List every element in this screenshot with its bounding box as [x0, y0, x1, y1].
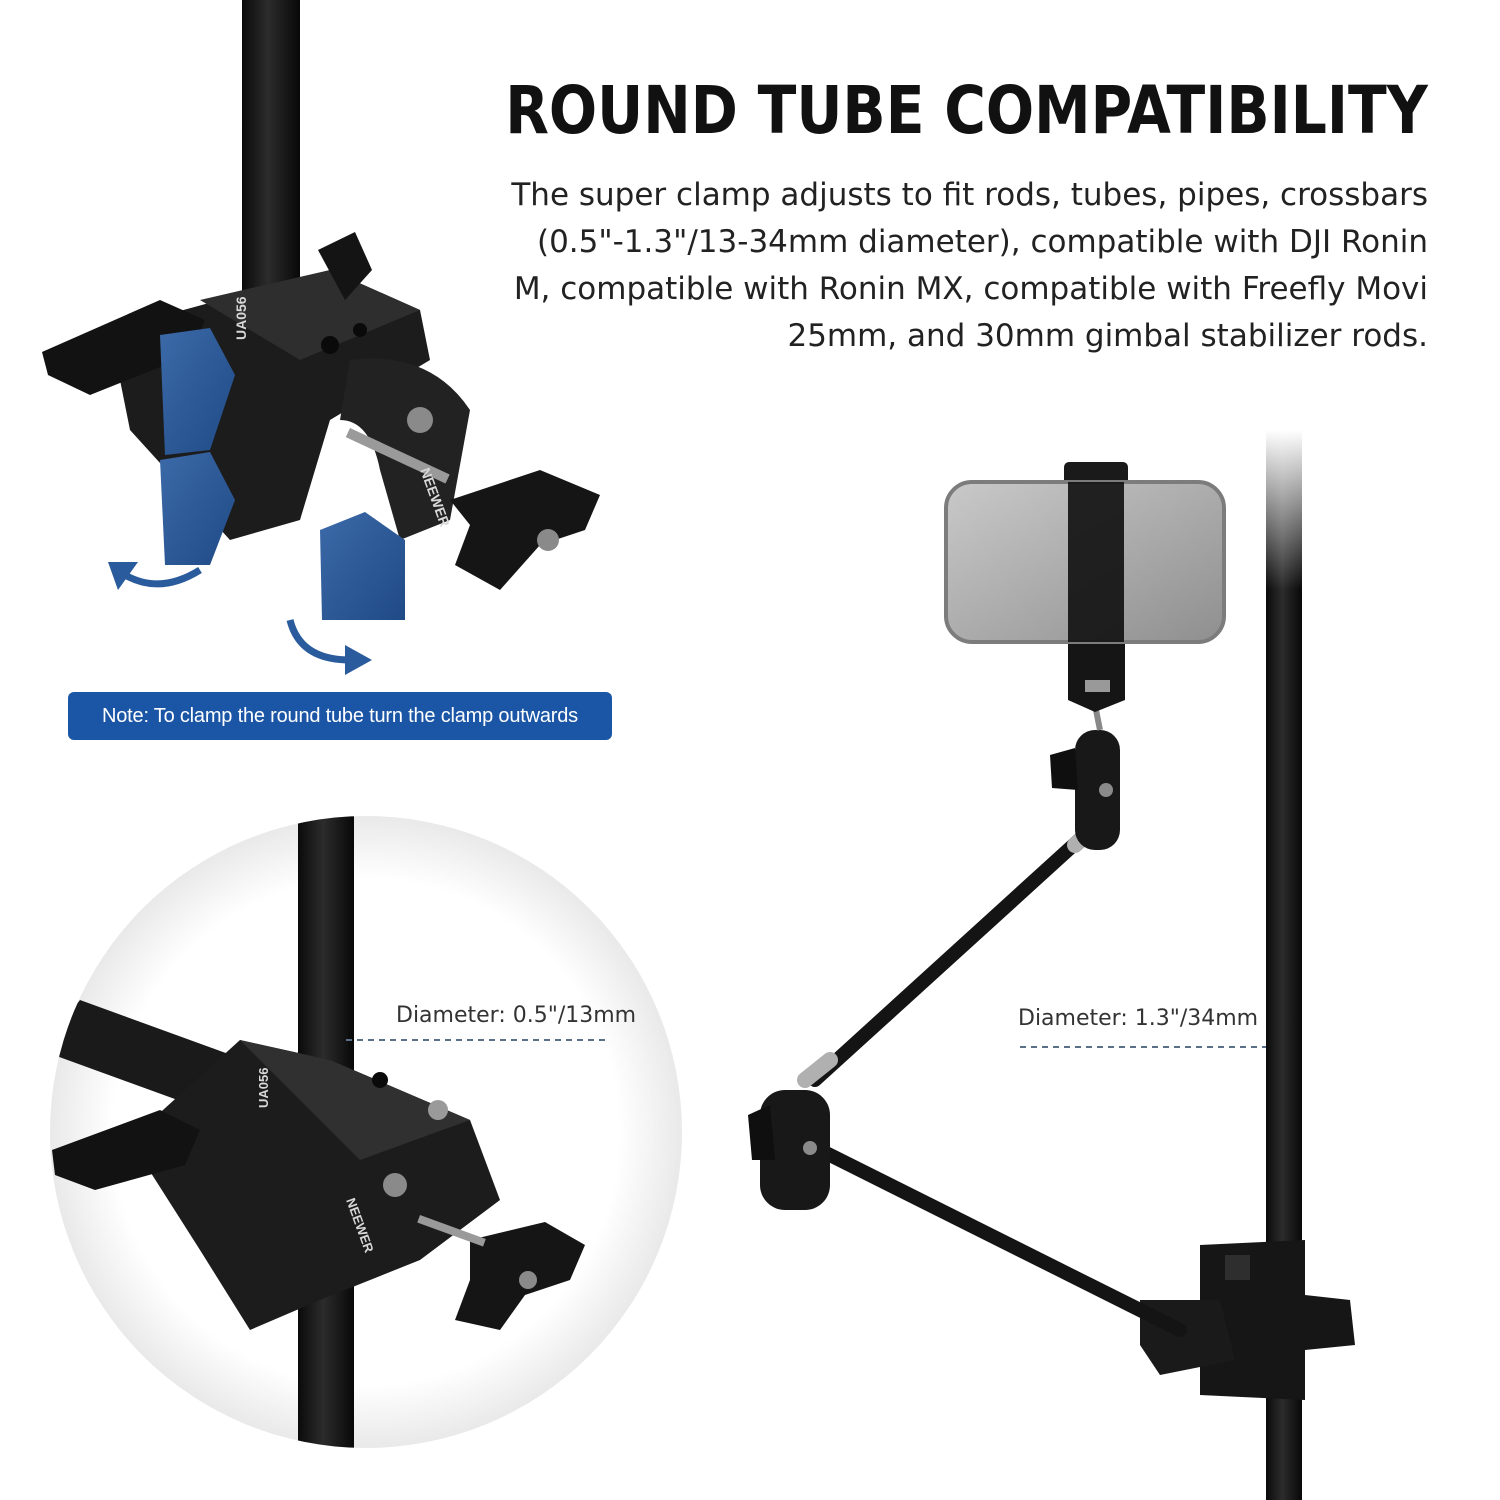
- rotate-arrow-left: [123, 567, 202, 588]
- page-title: ROUND TUBE COMPATIBILITY: [505, 72, 1428, 149]
- small-tube-detail: [50, 816, 682, 1448]
- model-marking-top: UA056: [233, 296, 249, 340]
- large-tube-illustration: [748, 430, 1355, 1500]
- clamp-note-text: Note: To clamp the round tube turn the c…: [102, 704, 578, 727]
- ball-head: [1068, 640, 1125, 712]
- lower-arm: [793, 1133, 1187, 1337]
- clamp-outward-illustration: [42, 0, 600, 675]
- clamp-wing-knob: [450, 470, 600, 590]
- small-diameter-label: Diameter: 0.5"/13mm: [396, 1003, 637, 1028]
- detail-left-handle: [52, 1110, 200, 1190]
- compatibility-description: The super clamp adjusts to fit rods, tub…: [511, 177, 1428, 354]
- large-diameter-label: Diameter: 1.3"/34mm: [1018, 1006, 1259, 1031]
- top-joint: [1075, 730, 1120, 850]
- elbow-joint: [760, 1090, 830, 1210]
- clamp-right-jaw: [340, 358, 470, 540]
- blue-jaw-lower: [160, 452, 235, 565]
- blue-jaw-upper: [160, 328, 235, 455]
- clamp-top-knob: [318, 232, 372, 300]
- clamp-left-handle: [42, 300, 205, 395]
- upper-arm: [808, 823, 1097, 1087]
- clamp-note-banner: Note: To clamp the round tube turn the c…: [68, 692, 612, 740]
- model-marking-detail: UA056: [256, 1068, 271, 1108]
- blue-jaw-pad: [320, 512, 405, 620]
- vertical-rod-top: [242, 0, 300, 330]
- rotate-arrow-right: [286, 619, 351, 664]
